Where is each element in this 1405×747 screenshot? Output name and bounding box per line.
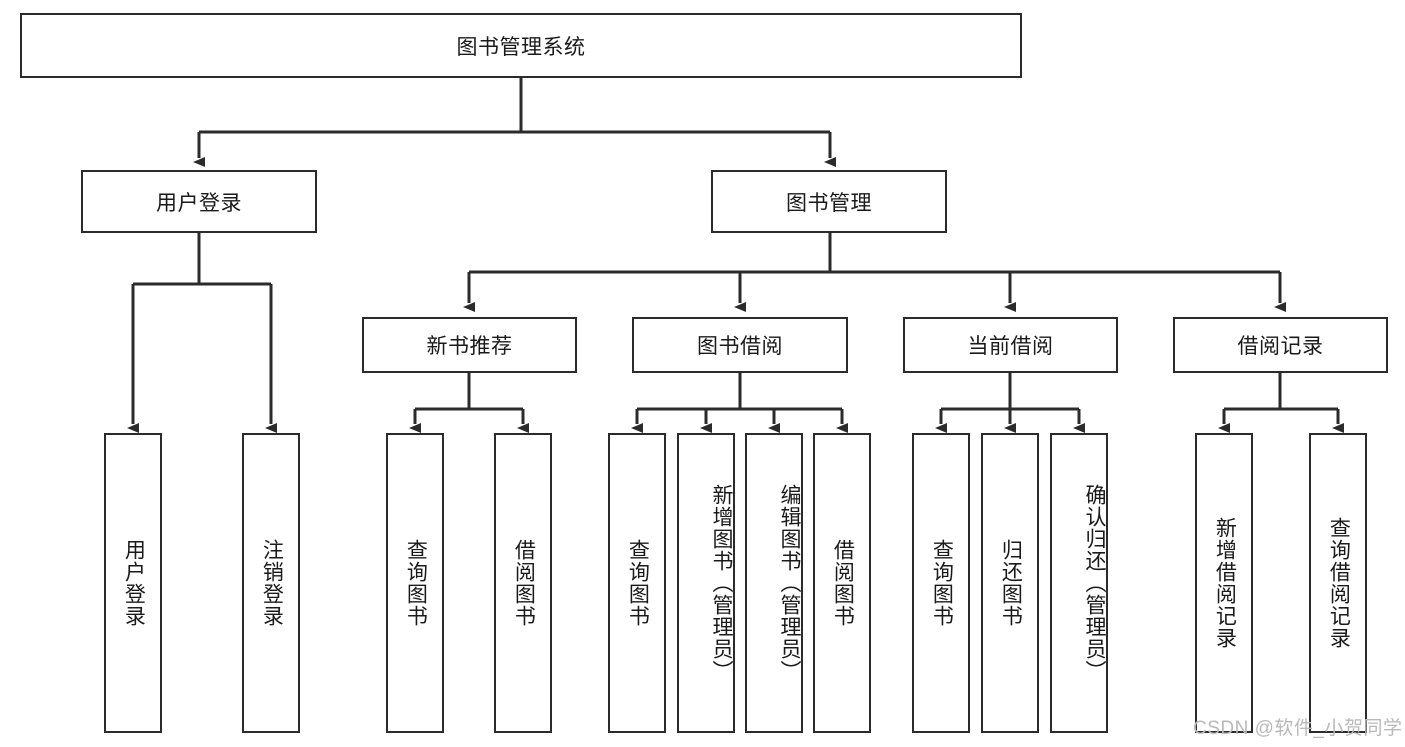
leaf-user-login-signin[interactable]: 用户登录 xyxy=(104,433,162,733)
node-user-login[interactable]: 用户登录 xyxy=(81,170,317,233)
node-label: 图书管理系统 xyxy=(456,35,586,59)
node-label: 查询图书 xyxy=(404,539,428,627)
leaf-book-borrow-add-book-admin[interactable]: 新增图书（管理员） xyxy=(677,433,735,733)
node-label: 借阅图书 xyxy=(831,539,855,627)
leaf-current-borrow-return-book[interactable]: 归还图书 xyxy=(981,433,1039,733)
node-label: 查询图书 xyxy=(930,539,954,627)
node-borrow-record[interactable]: 借阅记录 xyxy=(1173,317,1388,373)
leaf-book-borrow-edit-book-admin[interactable]: 编辑图书（管理员） xyxy=(745,433,803,733)
leaf-user-login-signout[interactable]: 注销登录 xyxy=(242,433,300,733)
leaf-borrow-record-add-record[interactable]: 新增借阅记录 xyxy=(1195,433,1253,733)
node-label: 用户登录 xyxy=(156,191,242,215)
csdn-watermark: CSDN @软件_小贺同学 xyxy=(1193,713,1402,740)
node-label: 用户登录 xyxy=(122,539,146,627)
node-label: 归还图书 xyxy=(999,539,1023,627)
node-new-book-recommend[interactable]: 新书推荐 xyxy=(362,317,577,373)
leaf-current-borrow-confirm-return-admin[interactable]: 确认归还（管理员） xyxy=(1050,433,1108,733)
node-label: 新书推荐 xyxy=(426,335,513,358)
node-label: 图书借阅 xyxy=(697,335,783,358)
leaf-new-book-query-book[interactable]: 查询图书 xyxy=(386,433,444,733)
node-label: 查询借阅记录 xyxy=(1327,517,1351,649)
leaf-borrow-record-query-record[interactable]: 查询借阅记录 xyxy=(1309,433,1367,733)
node-root-book-management-system[interactable]: 图书管理系统 xyxy=(20,13,1022,78)
node-label: 借阅图书 xyxy=(512,539,536,627)
node-book-borrow[interactable]: 图书借阅 xyxy=(632,317,848,373)
node-label: 借阅记录 xyxy=(1237,335,1324,358)
node-label: 编辑图书（管理员） xyxy=(778,484,801,682)
node-label: 查询图书 xyxy=(626,539,650,627)
node-label: 新增图书（管理员） xyxy=(710,484,733,682)
leaf-current-borrow-query-book[interactable]: 查询图书 xyxy=(912,433,970,733)
node-book-management[interactable]: 图书管理 xyxy=(711,170,947,233)
node-label: 图书管理 xyxy=(786,191,872,215)
node-label: 确认归还（管理员） xyxy=(1083,484,1106,682)
node-label: 注销登录 xyxy=(260,539,284,627)
watermark-text: CSDN @软件_小贺同学 xyxy=(1193,718,1403,739)
node-label: 当前借阅 xyxy=(967,335,1054,358)
leaf-new-book-borrow-book[interactable]: 借阅图书 xyxy=(494,433,552,733)
leaf-book-borrow-borrow-book[interactable]: 借阅图书 xyxy=(813,433,871,733)
node-current-borrow[interactable]: 当前借阅 xyxy=(903,317,1118,373)
node-label: 新增借阅记录 xyxy=(1213,517,1237,649)
leaf-book-borrow-query-book[interactable]: 查询图书 xyxy=(608,433,666,733)
